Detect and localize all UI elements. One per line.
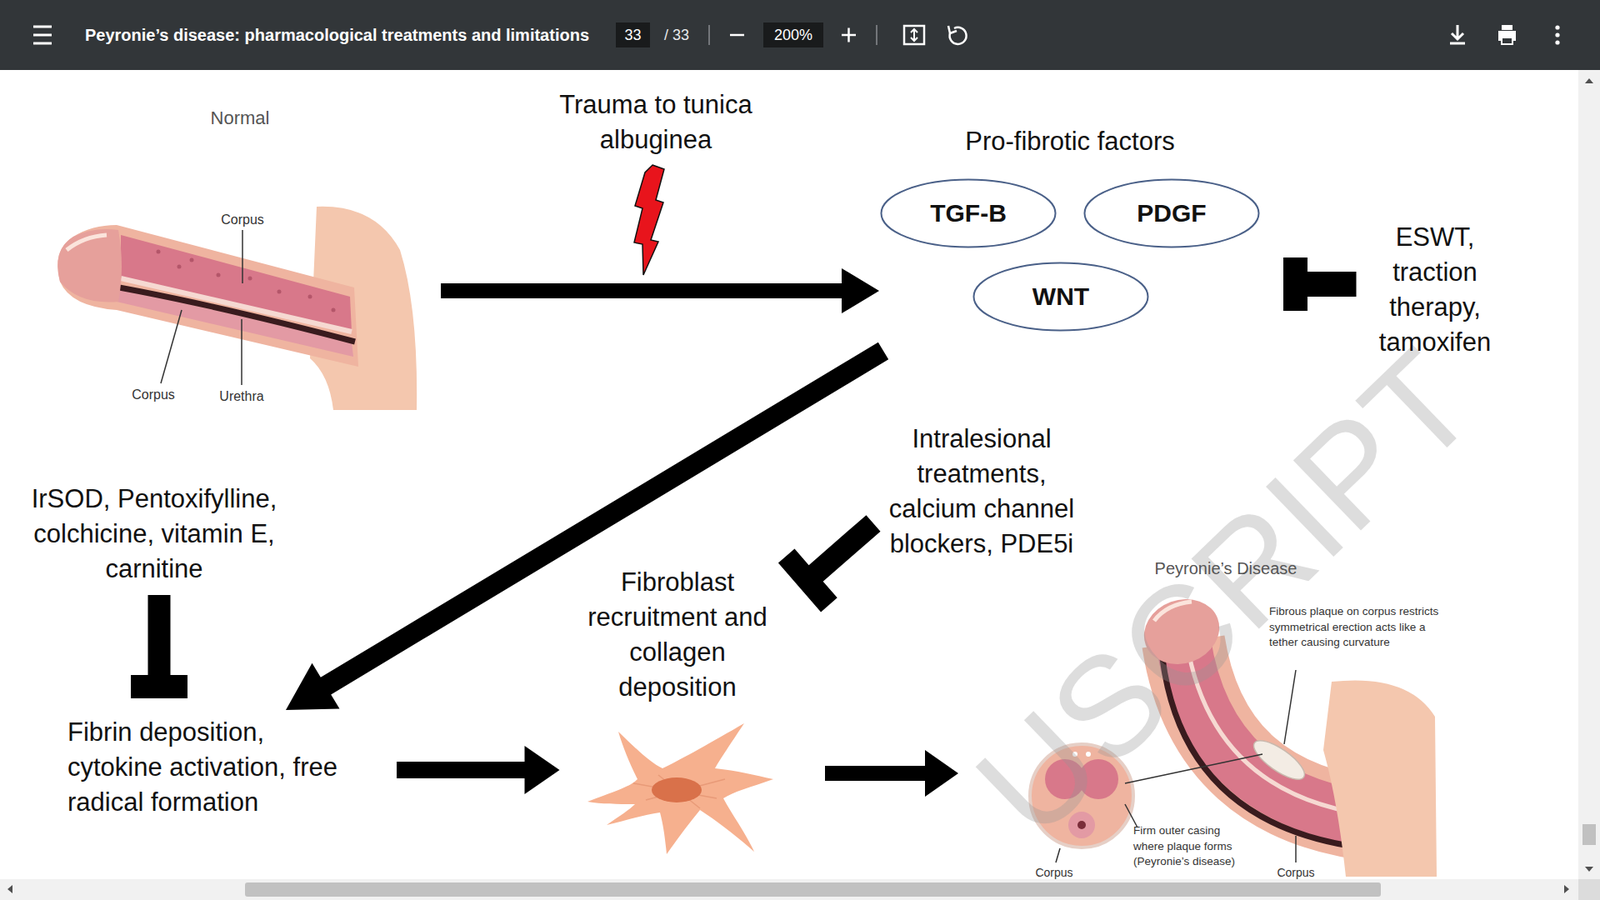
ellipse-outline [974, 263, 1149, 331]
viewer-toolbar [910, 29, 918, 41]
viewer-toolbar [615, 22, 650, 48]
scrollbar [0, 70, 1600, 900]
peyronie-illustration [1323, 680, 1437, 877]
arrow-connector [396, 745, 560, 795]
factor-ellipse: WNT [972, 261, 1150, 332]
fibroblast-cell [651, 777, 702, 803]
normal-penis-illustration [248, 276, 253, 281]
normal-penis-illustration [160, 310, 182, 384]
normal-penis-illustration [331, 308, 336, 313]
viewer-toolbar [904, 25, 925, 45]
viewer-toolbar [1555, 32, 1560, 37]
viewer-toolbar [841, 28, 856, 43]
treatment-text: Intralesional treatments, calcium channe… [878, 421, 1085, 562]
scrollbar [0, 879, 1579, 900]
process-text: Fibrin deposition, cytokine activation, … [67, 715, 354, 820]
treatment-text: IrSOD, Pentoxifylline, colchicine, vitam… [16, 481, 292, 587]
normal-penis-illustration [177, 265, 182, 270]
normal-penis-illustration [66, 235, 107, 250]
normal-penis-illustration [190, 258, 195, 263]
callout-note: Firm outer casing where plaque forms (Pe… [1133, 823, 1250, 870]
normal-penis-illustration [57, 225, 359, 367]
callout-note: Fibrous plaque on corpus restricts symme… [1269, 604, 1449, 651]
viewer-toolbar [33, 26, 52, 44]
document-title: Peyronie’s disease: pharmacological trea… [85, 25, 590, 45]
fibroblast-cell [633, 775, 725, 809]
treatment-text: ESWT, traction therapy, tamoxifen [1366, 220, 1505, 360]
event-label: Trauma to tunica albuginea [546, 87, 765, 158]
normal-penis-illustration [120, 278, 352, 332]
normal-penis-illustration [277, 290, 282, 295]
peyronie-illustration [1125, 804, 1138, 828]
part-name: Corpus [131, 386, 175, 403]
page-count: / 33 [664, 25, 690, 45]
part-name: Corpus [1035, 865, 1073, 880]
zoom-level: 200% [774, 25, 813, 45]
viewer-toolbar [950, 27, 967, 45]
node-text: Intralesional treatments, calcium channe… [878, 421, 1085, 562]
node-text: PDGF [1136, 198, 1206, 229]
viewer-toolbar [0, 0, 1600, 70]
inhibition-connector [130, 595, 188, 699]
viewer-toolbar [948, 25, 957, 34]
node-text: ESWT, traction therapy, tamoxifen [1366, 220, 1505, 360]
factor-ellipse: TGF-B [880, 178, 1057, 249]
viewer-toolbar [1555, 25, 1560, 30]
scrollbar [1585, 78, 1594, 84]
node-text: WNT [1032, 281, 1090, 312]
normal-penis-illustration [240, 319, 243, 385]
peyronie-illustration [1248, 734, 1310, 787]
node-text: TGF-B [930, 198, 1007, 229]
illustration-title: Normal [210, 107, 270, 130]
scrollbar [7, 885, 13, 894]
peyronie-illustration [1284, 670, 1296, 745]
process-text: Fibroblast recruitment and collagen depo… [576, 565, 780, 853]
ellipse-outline [1085, 180, 1260, 248]
normal-penis-illustration [241, 230, 244, 284]
normal-penis-illustration [308, 295, 313, 300]
peyronie-illustration [1295, 835, 1297, 863]
page-number: 33 [624, 25, 641, 45]
scrollbar [1564, 885, 1570, 894]
scrollbar [1585, 866, 1594, 872]
part-name: Corpus [1276, 865, 1315, 880]
node-text: IrSOD, Pentoxifylline, colchicine, vitam… [16, 481, 292, 587]
trauma-arrow [634, 165, 665, 275]
group-heading: Pro-fibrotic factors [875, 120, 1265, 160]
viewer-toolbar [1450, 25, 1465, 44]
node-text: Fibroblast recruitment and collagen depo… [576, 565, 780, 705]
normal-penis-illustration [216, 273, 221, 278]
normal-penis-illustration [57, 206, 417, 410]
viewer-toolbar [1501, 25, 1513, 30]
viewer-toolbar [875, 25, 878, 45]
trauma-arrow [440, 268, 880, 314]
trauma-arrow [440, 165, 880, 314]
part-name: Urethra [219, 388, 264, 405]
progression-arrow [825, 750, 959, 797]
inhibition-connector [1283, 257, 1357, 311]
factor-ellipse: PDGF [1083, 178, 1260, 249]
arrow-connector [285, 342, 889, 710]
viewer-toolbar [0, 0, 1600, 70]
factor-group: Pro-fibrotic factorsTGF-B PDGF WNT [875, 120, 1265, 336]
normal-penis-illustration [156, 250, 161, 255]
ellipse-outline [881, 180, 1056, 248]
part-name: Corpus [220, 211, 265, 228]
scrollbar [1578, 70, 1600, 880]
viewer-toolbar [708, 25, 710, 45]
node-text: Fibrin deposition, cytokine activation, … [67, 715, 354, 820]
illustration-title: Peyronie’s Disease [1155, 558, 1298, 579]
progression-arrow [825, 750, 959, 797]
inhibition-connector [778, 515, 881, 612]
scrollbar [245, 882, 1381, 897]
viewer-toolbar [1555, 40, 1560, 45]
normal-penis-illustration [57, 229, 122, 303]
scrollbar [1578, 879, 1600, 900]
scrollbar [1582, 824, 1596, 845]
fibroblast-cell [587, 723, 774, 855]
viewer-toolbar [763, 22, 824, 48]
viewer-toolbar [1501, 37, 1513, 45]
fibroblast-cell [587, 723, 774, 855]
viewer-toolbar [730, 34, 745, 37]
